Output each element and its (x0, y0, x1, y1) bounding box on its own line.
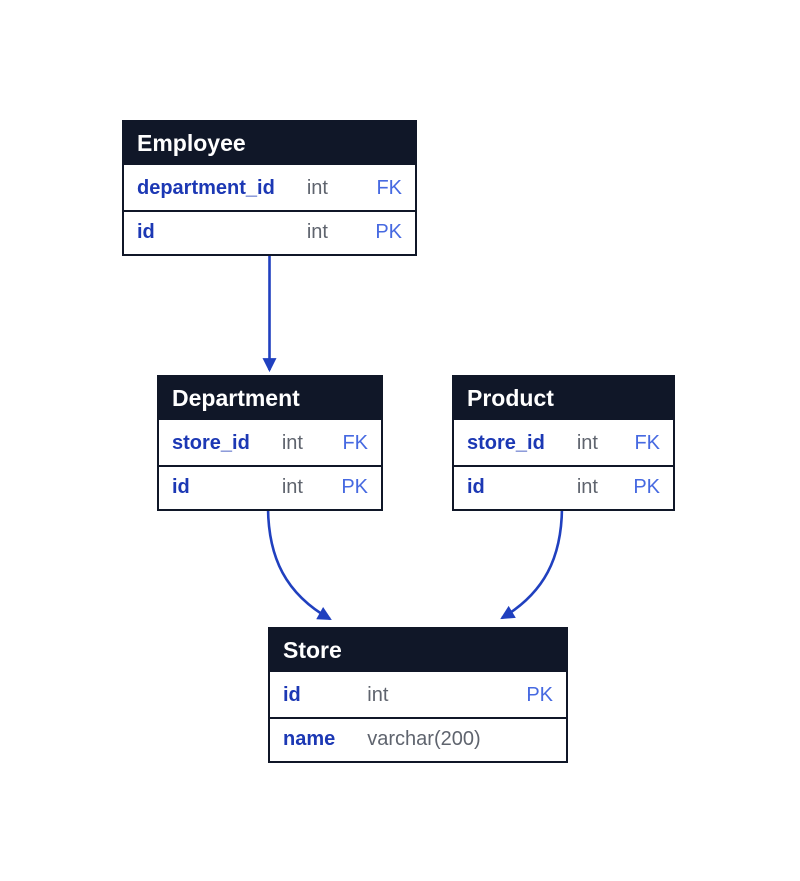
field-key: PK (365, 210, 415, 254)
field-name: id (159, 465, 282, 509)
table-rows: id int PK name varchar(200) (270, 675, 566, 761)
arrow-department-store[interactable] (266, 505, 332, 621)
table-rows: store_id int FK id int PK (159, 423, 381, 509)
entity-table-store[interactable]: Store id int PK name varchar(200) (268, 627, 568, 763)
field-type: int (306, 177, 328, 199)
table-row: id int PK (159, 465, 381, 509)
field-name: department_id (137, 177, 275, 199)
field-name: name (270, 717, 368, 761)
entity-table-product[interactable]: Product store_id int FK id int PK (452, 375, 675, 511)
field-key: PK (526, 684, 553, 706)
field-name: store_id (172, 432, 250, 454)
field-key: FK (376, 177, 402, 199)
field-key: PK (331, 465, 381, 509)
table-row: store_id int FK (159, 423, 381, 466)
field-key: PK (623, 465, 673, 509)
entity-table-employee[interactable]: Employee department_id int FK id int PK (122, 120, 417, 256)
table-title-department: Department (159, 377, 381, 423)
table-title-store: Store (270, 629, 566, 675)
table-row: store_id int FK (454, 423, 673, 466)
field-type: varchar(200) (367, 717, 517, 761)
field-type: int (281, 465, 332, 509)
table-title-employee: Employee (124, 122, 415, 168)
table-row: name varchar(200) (270, 717, 566, 761)
field-name: store_id (467, 432, 545, 454)
field-key (516, 717, 566, 761)
field-type: int (306, 210, 366, 254)
field-type: int (576, 432, 598, 454)
table-row: id int PK (454, 465, 673, 509)
table-row: department_id int FK (124, 168, 415, 211)
table-row: id int PK (270, 675, 566, 718)
field-key: FK (634, 432, 660, 454)
field-key: FK (342, 432, 368, 454)
field-type: int (367, 684, 389, 706)
field-name: id (283, 684, 301, 706)
table-rows: store_id int FK id int PK (454, 423, 673, 509)
entity-table-department[interactable]: Department store_id int FK id int PK (157, 375, 383, 511)
table-rows: department_id int FK id int PK (124, 168, 415, 254)
field-type: int (281, 432, 303, 454)
field-name: id (124, 210, 307, 254)
table-title-product: Product (454, 377, 673, 423)
table-row: id int PK (124, 210, 415, 254)
arrow-product-store[interactable] (500, 505, 564, 620)
field-name: id (454, 465, 577, 509)
field-type: int (576, 465, 624, 509)
